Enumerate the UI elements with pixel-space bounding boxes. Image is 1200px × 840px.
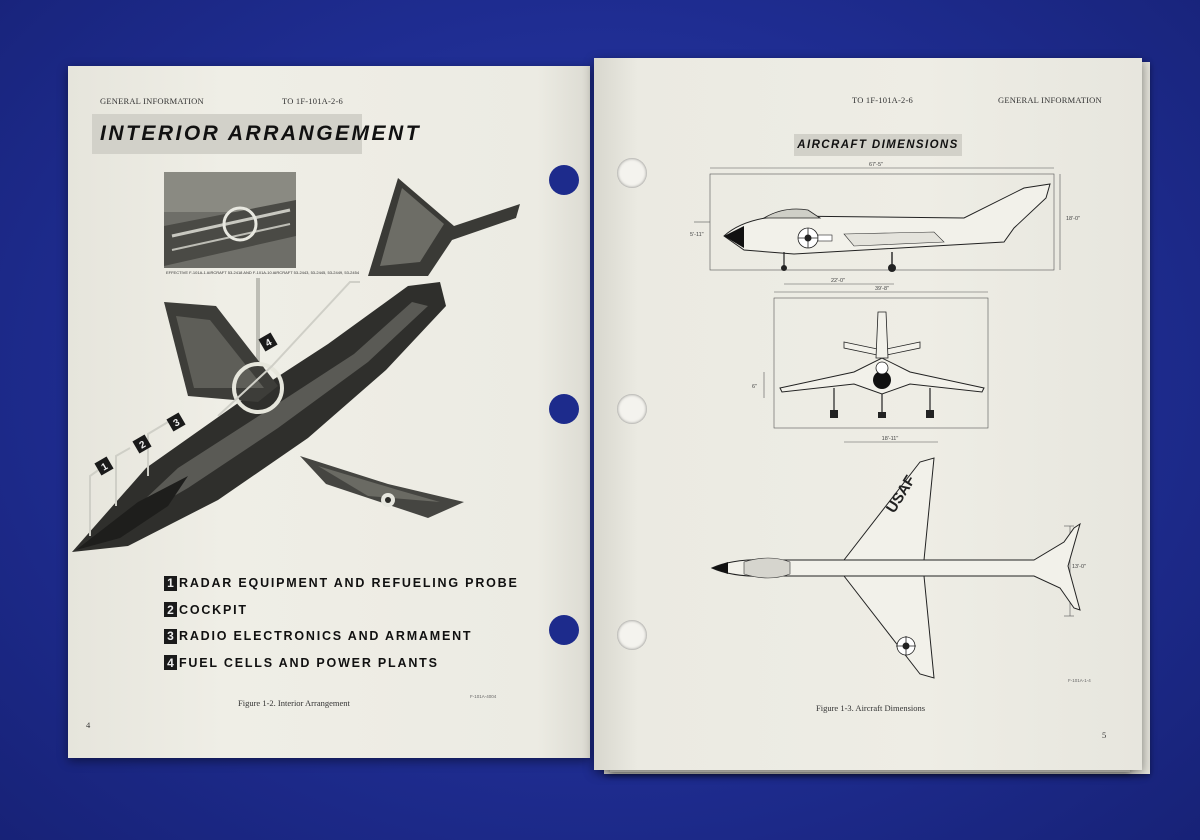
dim-overall-length: 67'-5"	[869, 162, 883, 168]
dim-nose: 5'-11"	[690, 232, 704, 238]
interior-arrangement-title: INTERIOR ARRANGEMENT	[92, 114, 419, 154]
legend-number: 2	[164, 602, 177, 617]
legend-number: 3	[164, 628, 177, 644]
callout-4: 4	[264, 337, 275, 350]
right-page-number: 5	[1102, 730, 1107, 740]
dim-ground-clearance: 6"	[752, 384, 757, 390]
interior-cutaway-illustration: EFFECTIVE F-101A-1 AIRCRAFT 53-2418 AND …	[72, 172, 520, 552]
legend-number: 4	[164, 655, 177, 670]
dim-stabilizer: 13'-0"	[1072, 564, 1086, 570]
legend-number: 1	[164, 575, 177, 591]
callout-3: 3	[172, 417, 183, 430]
right-header-doc-number: TO 1F-101A-2-6	[852, 95, 913, 105]
right-figure-code: F-101A-1-4	[1068, 678, 1091, 683]
binder-hole	[549, 394, 579, 424]
binder-hole	[617, 158, 647, 188]
legend-label: RADAR EQUIPMENT AND REFUELING PROBE	[179, 576, 519, 590]
binder-hole	[617, 620, 647, 650]
left-page-number: 4	[86, 720, 91, 730]
binder-hole	[549, 165, 579, 195]
dim-wheelbase: 22'-0"	[831, 278, 845, 284]
inset-photo-caption: EFFECTIVE F-101A-1 AIRCRAFT 53-2418 AND …	[166, 270, 360, 275]
aircraft-dimension-drawings: 67'-5" 18'-0" 5'-11" 22'-0" 39'-8" 18'-1…	[690, 162, 1086, 679]
dim-height: 18'-0"	[1066, 216, 1080, 222]
right-header-section: GENERAL INFORMATION	[998, 95, 1102, 105]
side-view-aircraft	[723, 183, 1051, 272]
front-view-aircraft	[779, 311, 985, 418]
dim-wingspan: 39'-8"	[875, 286, 889, 292]
left-header-doc-number: TO 1F-101A-2-6	[282, 96, 343, 106]
dim-track: 18'-11"	[882, 436, 899, 442]
legend-item: 2 COCKPIT	[164, 601, 519, 619]
aircraft-dimensions-title: AIRCRAFT DIMENSIONS	[794, 134, 962, 156]
legend-item: 3 RADIO ELECTRONICS AND ARMAMENT	[164, 627, 519, 645]
callout-2: 2	[138, 439, 149, 452]
legend-label: FUEL CELLS AND POWER PLANTS	[179, 655, 439, 670]
top-view-aircraft: USAF	[710, 457, 1081, 679]
figure-1-2-caption: Figure 1-2. Interior Arrangement	[238, 698, 350, 708]
binder-hole	[549, 615, 579, 645]
legend-label: COCKPIT	[179, 602, 248, 617]
legend-label: RADIO ELECTRONICS AND ARMAMENT	[179, 629, 473, 643]
callout-1: 1	[100, 461, 111, 474]
left-page: GENERAL INFORMATION TO 1F-101A-2-6 INTER…	[68, 66, 590, 758]
figure-1-3-caption: Figure 1-3. Aircraft Dimensions	[816, 703, 926, 713]
legend-item: 4 FUEL CELLS AND POWER PLANTS	[164, 654, 519, 672]
interior-legend: 1 RADAR EQUIPMENT AND REFUELING PROBE 2 …	[164, 574, 519, 680]
left-figure-code: F-101A-4004	[470, 694, 497, 699]
legend-item: 1 RADAR EQUIPMENT AND REFUELING PROBE	[164, 574, 519, 592]
binder-hole	[617, 394, 647, 424]
right-page: TO 1F-101A-2-6 GENERAL INFORMATION AIRCR…	[594, 58, 1142, 770]
left-header-section: GENERAL INFORMATION	[100, 96, 204, 106]
